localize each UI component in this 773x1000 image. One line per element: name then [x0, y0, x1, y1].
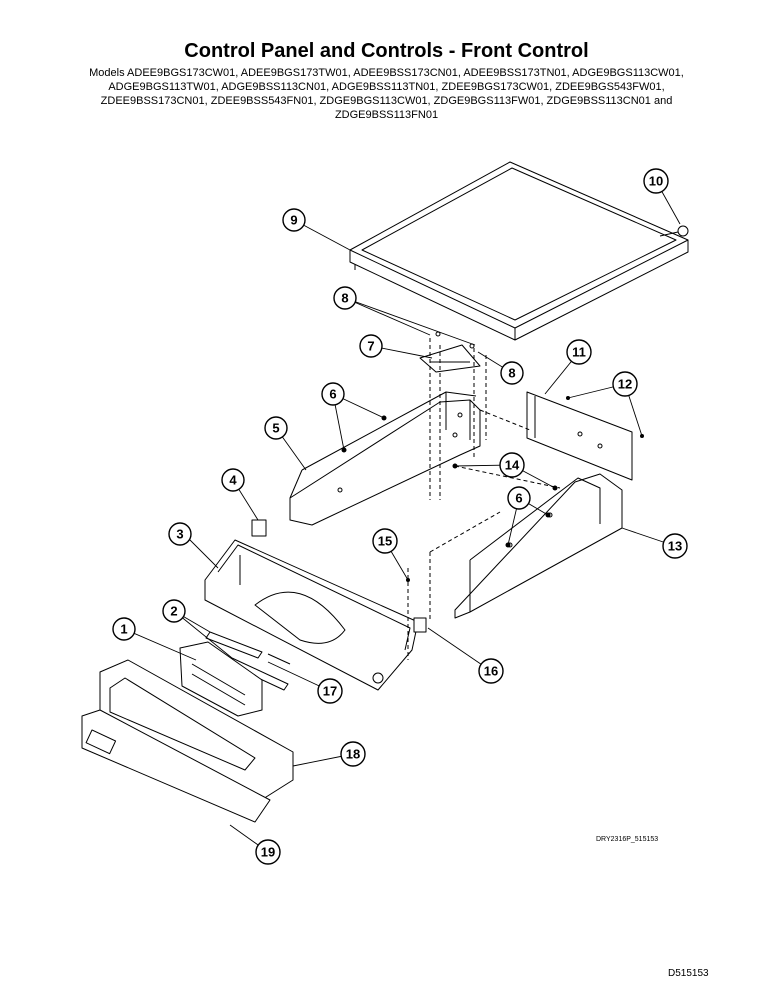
callout-label: 19: [261, 845, 275, 860]
callout-label: 6: [515, 491, 522, 506]
callout-4: 4: [221, 468, 245, 492]
callout-label: 17: [323, 684, 337, 699]
callout-label: 10: [649, 174, 663, 189]
callout-label: 8: [508, 366, 515, 381]
callout-2: 2: [162, 599, 186, 623]
callout-8b: 8: [500, 361, 524, 385]
part-top-panel: [349, 161, 689, 341]
callout-7: 7: [359, 334, 383, 358]
callout-1: 1: [112, 617, 136, 641]
part-control-frame: [204, 539, 419, 691]
model-line: ZDGE9BSS113FN01: [334, 109, 439, 121]
part-overlay: [81, 709, 271, 823]
part-hinge-bracket: [419, 331, 481, 373]
document-number: D515153: [668, 968, 709, 979]
callout-label: 12: [618, 377, 632, 392]
callout-label: 5: [272, 421, 279, 436]
callout-12: 12: [612, 371, 638, 397]
callout-17: 17: [317, 678, 343, 704]
part-clip-4: [251, 519, 267, 537]
callout-label: 18: [346, 747, 360, 762]
callout-6: 6: [321, 382, 345, 406]
callout-label: 15: [378, 534, 392, 549]
page-title: Control Panel and Controls - Front Contr…: [184, 40, 589, 62]
callout-6b: 6: [507, 486, 531, 510]
callout-label: 16: [484, 664, 498, 679]
part-control-board: [179, 641, 263, 717]
callout-label: 13: [668, 539, 682, 554]
callout-11: 11: [566, 339, 592, 365]
callout-19: 19: [255, 839, 281, 865]
callout-label: 11: [572, 345, 586, 360]
callout-label: 2: [170, 604, 177, 619]
model-line: ZDEE9BSS173CN01, ZDEE9BSS543FN01, ZDGE9B…: [100, 95, 673, 107]
callout-18: 18: [340, 741, 366, 767]
model-list: Models ADEE9BGS173CW01, ADEE9BGS173TW01,…: [50, 66, 723, 122]
drawing-code: DRY2316P_515153: [596, 836, 659, 843]
part-screw-10: [659, 225, 689, 237]
callout-label: 3: [176, 527, 183, 542]
callout-label: 8: [341, 291, 348, 306]
callout-15: 15: [372, 528, 398, 554]
model-line: ADGE9BGS113TW01, ADGE9BSS113CN01, ADGE9B…: [108, 81, 665, 93]
part-screws: [341, 396, 644, 582]
callout-label: 9: [290, 213, 297, 228]
model-line: Models ADEE9BGS173CW01, ADEE9BGS173TW01,…: [89, 67, 684, 79]
callout-label: 7: [367, 339, 374, 354]
callout-label: 14: [505, 458, 520, 473]
part-right-rail: [454, 473, 623, 619]
callout-label: 4: [229, 473, 237, 488]
callout-8: 8: [333, 286, 357, 310]
part-rear-bracket: [526, 391, 633, 481]
callout-5: 5: [264, 416, 288, 440]
callout-10: 10: [643, 168, 669, 194]
callout-label: 6: [329, 387, 336, 402]
part-left-rail: [289, 391, 481, 526]
callout-14: 14: [499, 452, 525, 478]
callout-label: 1: [120, 622, 127, 637]
part-clip-16: [413, 617, 427, 633]
callout-16: 16: [478, 658, 504, 684]
callout-13: 13: [662, 533, 688, 559]
callout-3: 3: [168, 522, 192, 546]
callout-9: 9: [282, 208, 306, 232]
